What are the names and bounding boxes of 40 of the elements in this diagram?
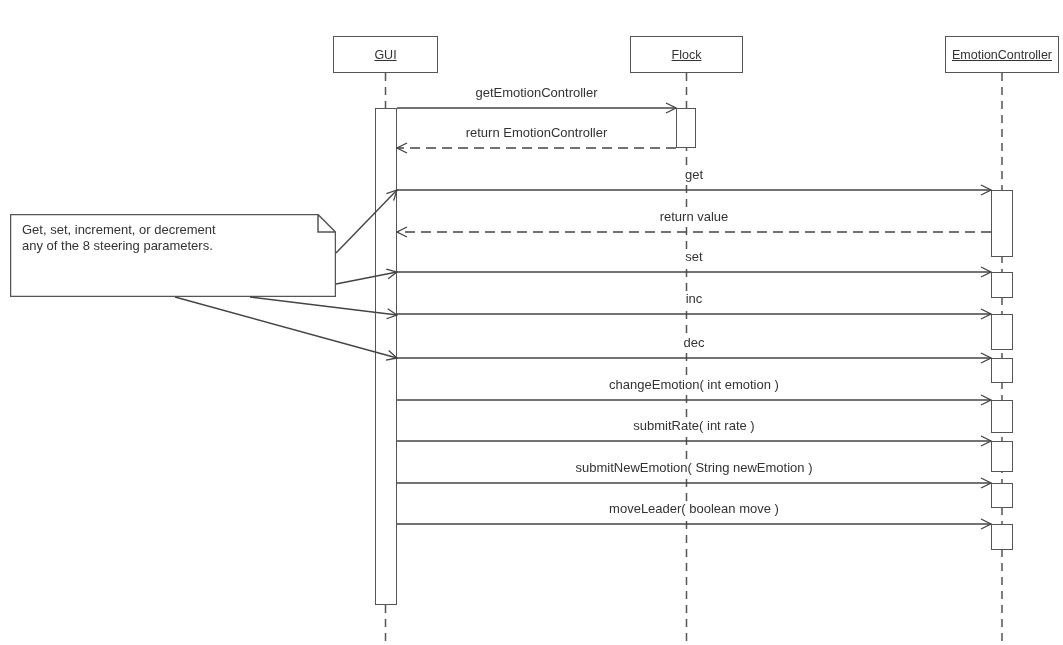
message-arrow bbox=[396, 518, 992, 530]
leader-line bbox=[249, 296, 398, 320]
leader-line bbox=[335, 189, 398, 254]
message-arrow bbox=[396, 394, 992, 406]
activation-bar bbox=[676, 108, 696, 148]
message-label: moveLeader( boolean move ) bbox=[608, 501, 780, 516]
message-arrow bbox=[396, 308, 992, 320]
note: Get, set, increment, or decrement any of the 8 steering parameters. bbox=[10, 214, 336, 297]
message-label: get bbox=[683, 167, 705, 182]
message-label: submitRate( int rate ) bbox=[632, 418, 756, 433]
return-arrow bbox=[396, 142, 677, 154]
activation-bar bbox=[991, 524, 1013, 550]
activation-bar bbox=[991, 483, 1013, 508]
message-arrow bbox=[396, 102, 677, 114]
message-arrow bbox=[396, 477, 992, 489]
participant-box: GUI bbox=[333, 36, 438, 73]
message-label: inc bbox=[684, 291, 704, 306]
message-label: return value bbox=[658, 209, 730, 224]
leader-line bbox=[174, 296, 398, 361]
message-arrow bbox=[396, 352, 992, 364]
activation-bar bbox=[991, 190, 1013, 257]
activation-bar bbox=[375, 108, 397, 605]
activation-bar bbox=[991, 400, 1013, 433]
message-arrow bbox=[396, 184, 992, 196]
participant-box: EmotionController bbox=[945, 36, 1059, 73]
message-arrow bbox=[396, 435, 992, 447]
message-label: changeEmotion( int emotion ) bbox=[608, 377, 780, 392]
message-label: dec bbox=[682, 335, 706, 350]
activation-bar bbox=[991, 272, 1013, 298]
activation-bar bbox=[991, 314, 1013, 350]
message-arrow bbox=[396, 266, 992, 278]
message-label: submitNewEmotion( String newEmotion ) bbox=[574, 460, 814, 475]
message-label: return EmotionController bbox=[464, 125, 609, 140]
return-arrow bbox=[396, 226, 992, 238]
message-label: set bbox=[684, 249, 704, 264]
participant-box: Flock bbox=[630, 36, 743, 73]
message-label: getEmotionController bbox=[474, 85, 599, 100]
leader-line bbox=[335, 268, 398, 285]
activation-bar bbox=[991, 358, 1013, 383]
activation-bar bbox=[991, 441, 1013, 472]
